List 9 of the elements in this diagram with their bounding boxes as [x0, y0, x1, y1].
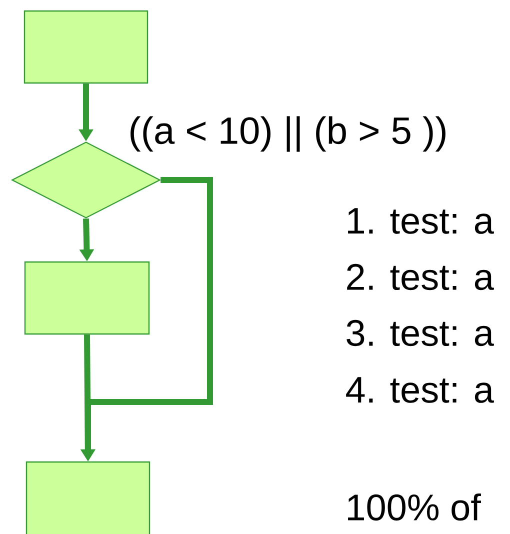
list-item: 2. test: a [347, 264, 494, 290]
list-item: 100% of [348, 493, 481, 521]
process-box [26, 461, 150, 534]
list-item: 3. test: a [346, 320, 494, 346]
list-item: 1. test: a [348, 208, 494, 234]
condition-text: ((a < 10) || (b > 5 )) [130, 116, 446, 152]
list-item: 4. test: a [346, 377, 494, 403]
process-box [24, 10, 148, 84]
process-box [24, 261, 150, 335]
